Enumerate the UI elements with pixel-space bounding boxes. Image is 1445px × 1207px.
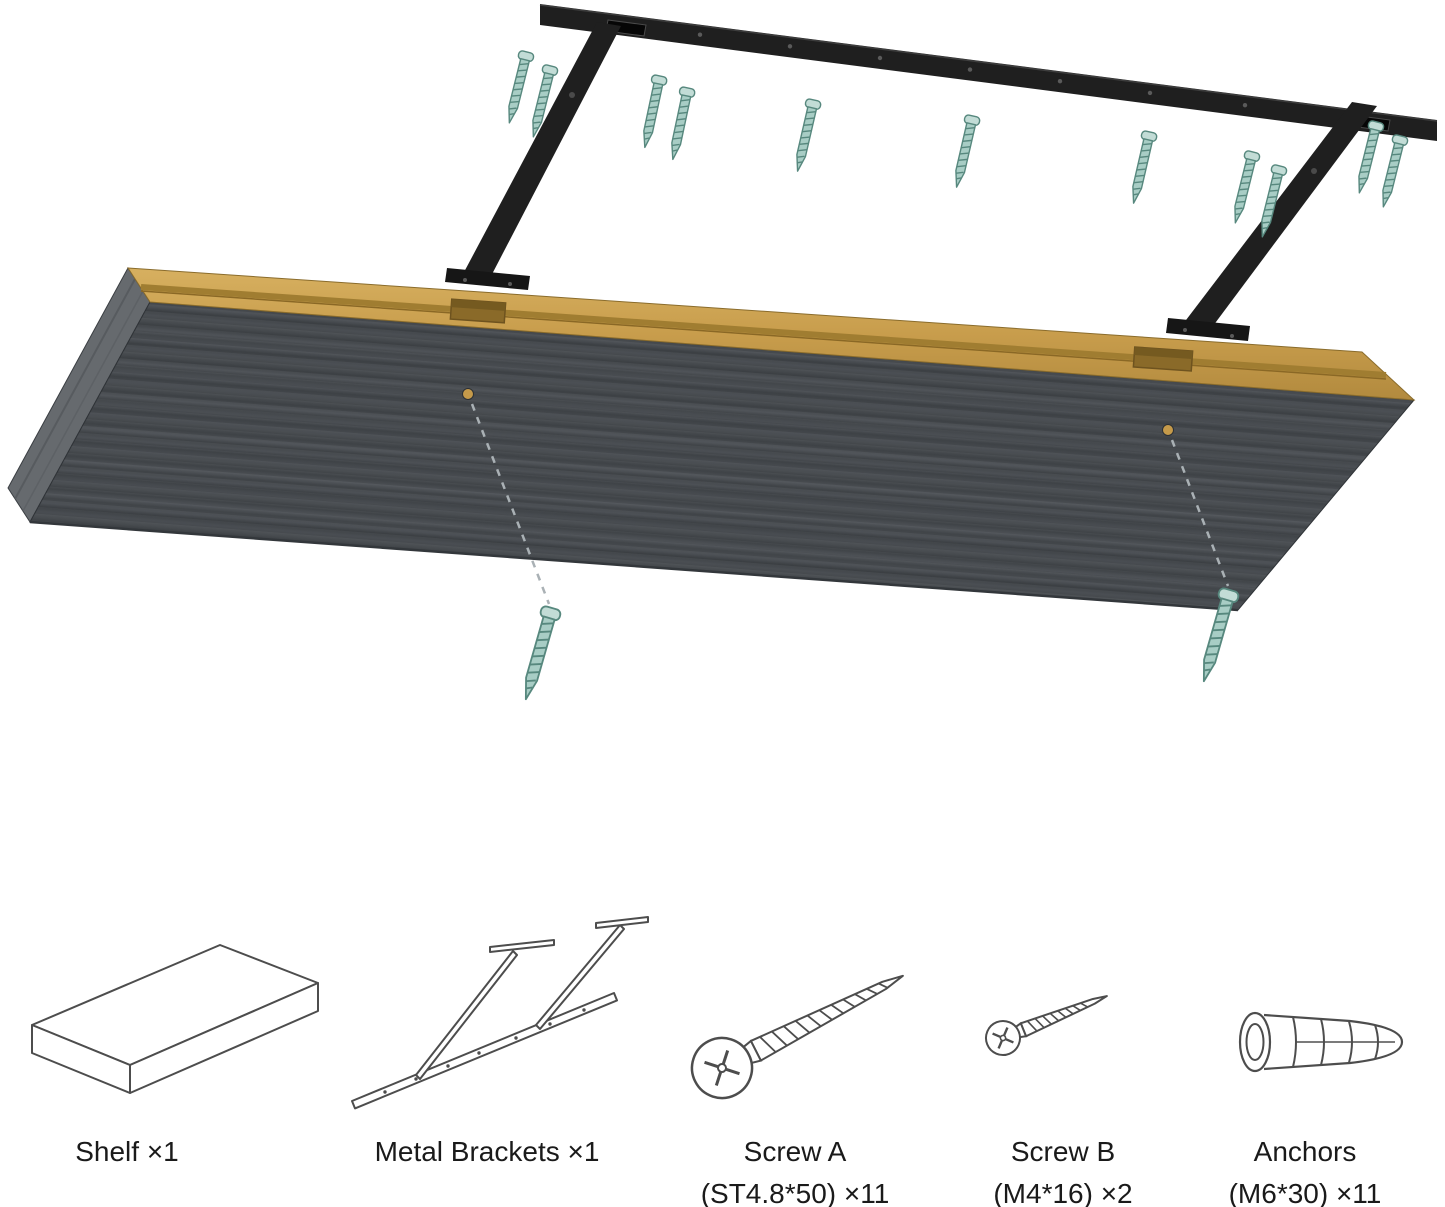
metal-bracket-rail [445,4,1438,341]
part-screw-b-label: Screw B [1010,1136,1116,1167]
locking-screws-bottom [515,586,1241,703]
bracket-notch-right [1132,346,1194,372]
part-shelf: Shelf ×1 [15,915,325,1205]
pilot-hole-left [462,388,474,400]
part-screw-b: Screw B (M4*16) ×2 [975,915,1155,1207]
bracket-notch-left [449,298,507,324]
part-screw-a: Screw A (ST4.8*50) ×11 [680,915,930,1207]
shelf-outline-icon [31,944,319,1094]
pilot-hole-right [1162,424,1174,436]
exploded-view-illustration [7,4,1438,703]
part-metal-brackets-label: Metal Brackets ×1 [374,1136,600,1167]
screw-b-icon [985,995,1108,1056]
anchor-icon [1238,1011,1404,1073]
part-shelf-label: Shelf ×1 [75,1136,179,1167]
part-metal-brackets: Metal Brackets ×1 [330,915,650,1205]
bracket-outline-icon [351,916,649,1110]
part-anchors-spec: (M6*30) ×11 [1228,1178,1382,1207]
alignment-guides [470,403,1230,605]
part-screw-a-spec: (ST4.8*50) ×11 [700,1178,890,1207]
shelf-board [7,267,1416,612]
part-anchors-label: Anchors [1253,1136,1357,1167]
bracket-right-arm [1166,102,1377,341]
screw-a-icon [690,974,904,1100]
part-anchors: Anchors (M6*30) ×11 [1225,915,1425,1207]
part-screw-a-label: Screw A [743,1136,847,1167]
part-screw-b-spec: (M4*16) ×2 [993,1178,1133,1207]
bracket-left-arm [445,22,621,290]
